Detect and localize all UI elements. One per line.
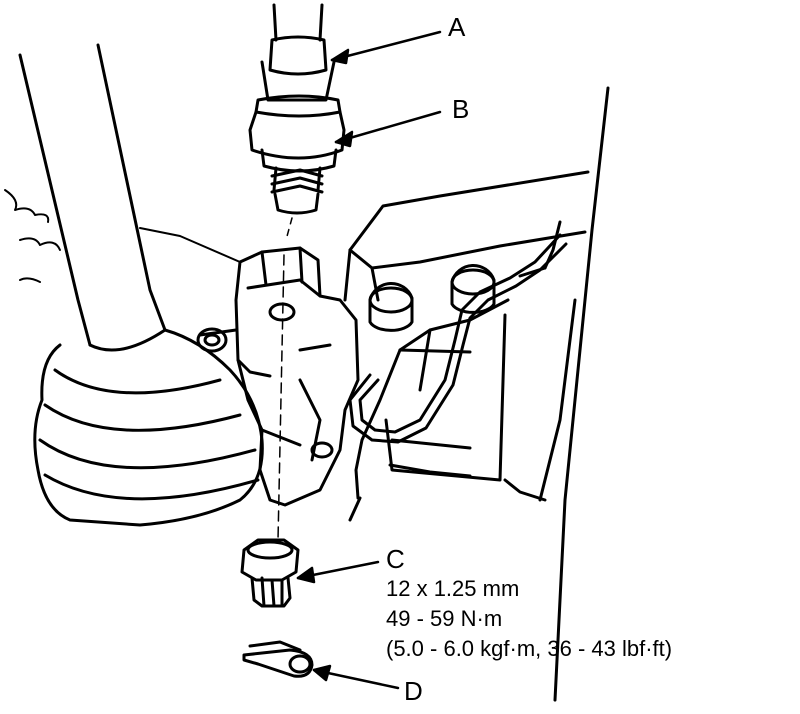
spec-torque-alt: (5.0 - 6.0 kgf·m, 36 - 43 lbf·ft) [386,636,673,661]
castle-nut [240,538,300,608]
spec-thread-size: 12 x 1.25 mm [386,576,520,601]
callout-d: D [404,676,423,706]
callout-c: C [386,544,405,574]
callout-b: B [452,94,470,124]
driveshaft [18,43,264,527]
cotter-pin [242,640,314,678]
break-lines [4,189,241,283]
ball-joint-assembly [248,3,346,541]
brake-line [348,233,568,444]
leader-lines [296,30,442,690]
mount-bolts [196,263,496,459]
spec-torque-nm: 49 - 59 N·m [386,606,503,631]
callout-a: A [448,12,466,42]
